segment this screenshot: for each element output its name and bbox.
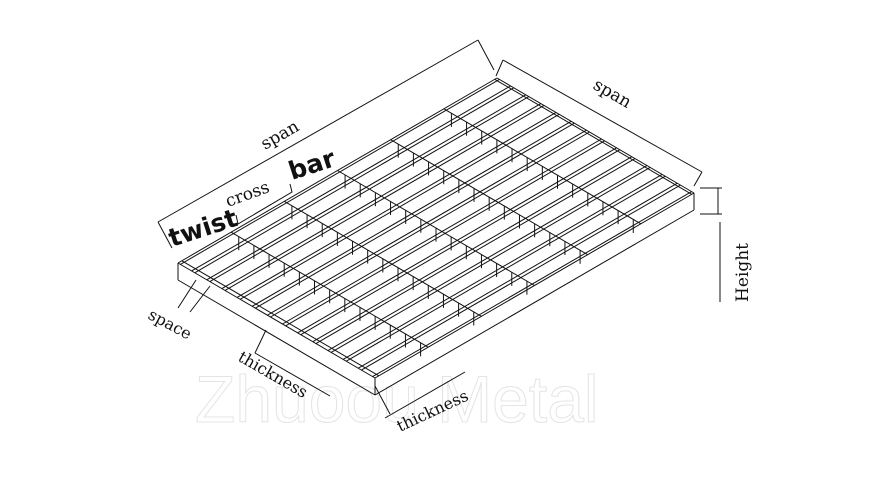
frame-edge: [374, 209, 695, 396]
thickness-right-tick: [374, 385, 391, 415]
frame-edge: [496, 77, 695, 194]
span-short-tick: [693, 171, 703, 187]
span-long-dimension-line: [157, 39, 479, 223]
cross-bar-leader: [235, 183, 293, 225]
height-label: Height: [733, 243, 753, 302]
frame-edge: [177, 279, 376, 396]
span-long-label: span: [258, 117, 303, 155]
watermark: Zhuoou Metal: [195, 362, 599, 436]
space-leader: [189, 285, 211, 313]
span-long-tick: [477, 39, 495, 71]
span-long-tick: [157, 221, 173, 249]
frame-inner: [494, 78, 692, 195]
frame-inner: [181, 260, 380, 377]
dimension-lines: [157, 39, 722, 419]
span-short-dimension-line: [502, 59, 703, 173]
cross-label: cross: [223, 177, 272, 211]
span-short-tick: [495, 59, 504, 77]
thickness-left-tick: [254, 329, 267, 354]
space-leader: [177, 279, 197, 309]
frame-edge: [177, 262, 376, 379]
bar-label: bar: [285, 143, 339, 185]
span-short-label: span: [590, 75, 635, 113]
thickness-left-line: [254, 352, 331, 397]
thickness-right-line: [384, 371, 466, 419]
steel-grating: [177, 77, 695, 396]
space-label: space: [145, 305, 195, 344]
